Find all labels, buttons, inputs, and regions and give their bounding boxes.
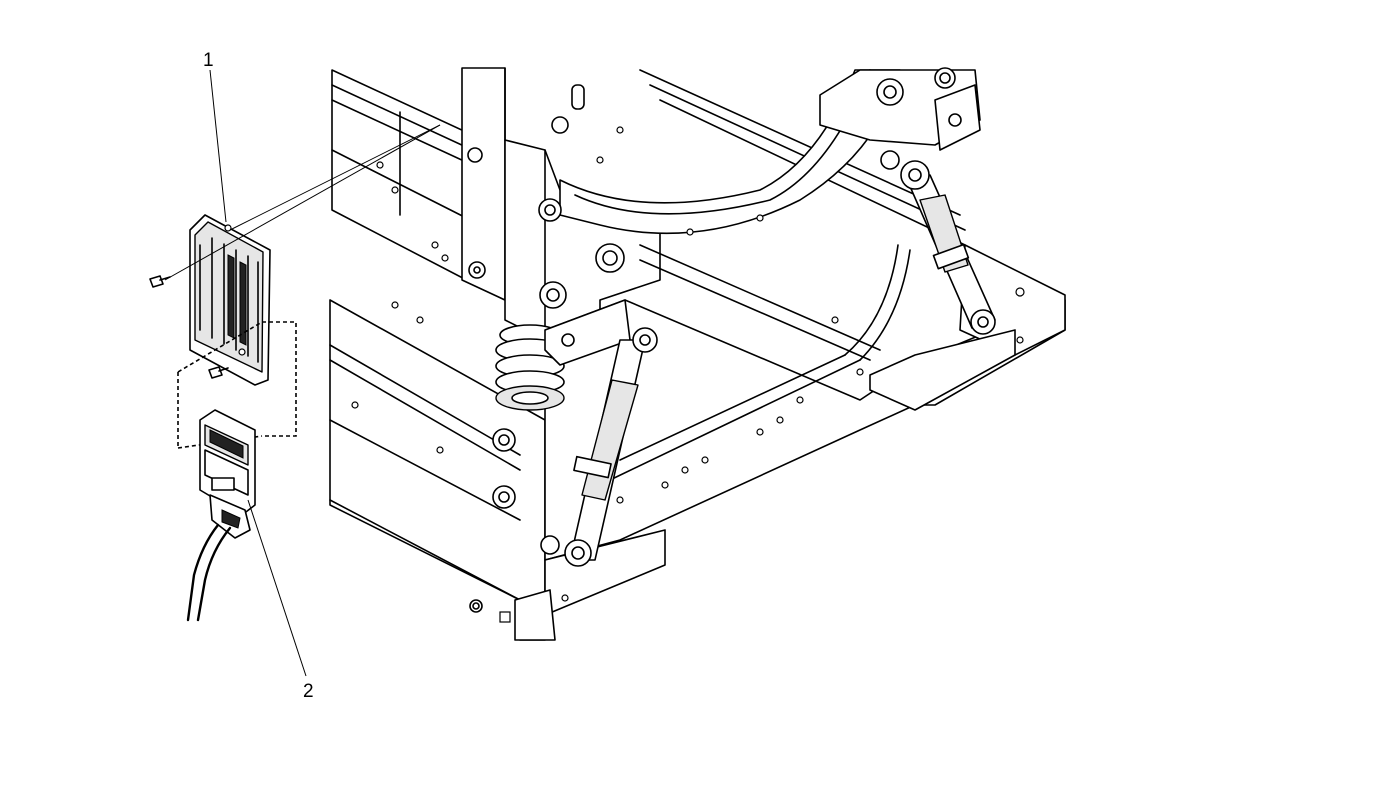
screw-lower [208,366,229,379]
control-module [199,409,256,539]
grille-cover [189,214,271,386]
callout-2-leader [247,499,307,677]
alignment-line-top [229,124,441,231]
callout-1-label: 1 [203,50,214,71]
bolt-cluster [467,67,962,613]
dashed-bracket-right [262,321,297,437]
screw-upper [149,275,171,288]
callout-1: 1 [203,50,227,223]
coil-spring [495,324,565,411]
callout-2-label: 2 [303,681,314,702]
rear-damper [880,150,996,335]
alignment-line-upper [164,124,441,281]
cable-pair [186,523,232,622]
callout-2: 2 [247,499,314,702]
front-damper [540,327,658,567]
chassis-frame [329,67,1066,641]
callout-1-leader [209,69,227,223]
dashed-bracket-top [177,321,263,373]
